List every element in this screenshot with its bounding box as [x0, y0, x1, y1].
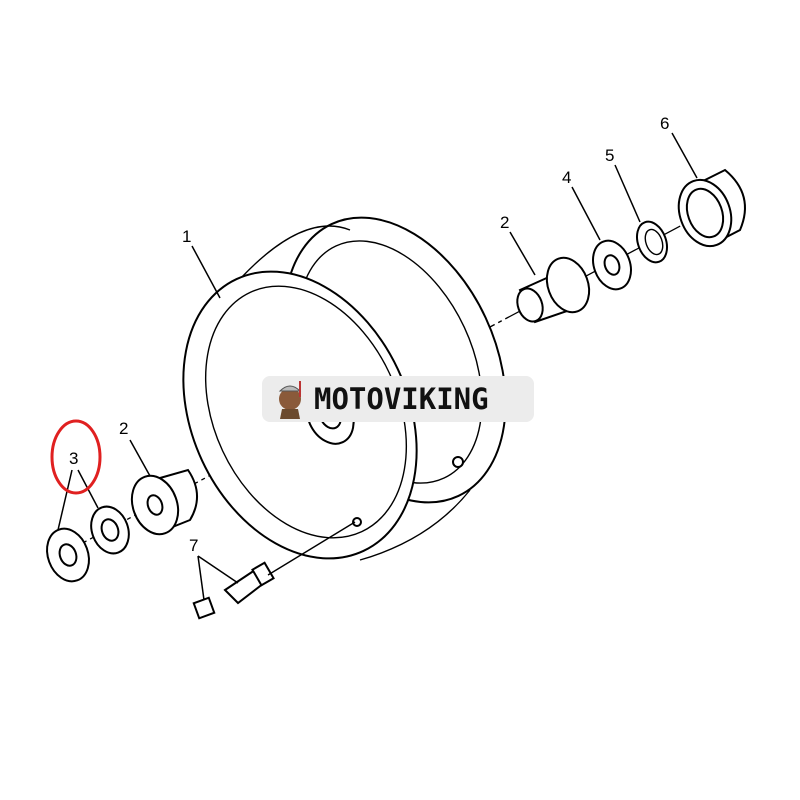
watermark-logo: MOTOVIKING: [262, 376, 534, 422]
callout-6: 6: [660, 114, 669, 133]
callout-1: 1: [182, 227, 191, 246]
washer-part-3: [46, 505, 130, 583]
washer-part-4: [592, 239, 632, 291]
bushing-part-2-right: [516, 256, 591, 324]
callout-4: 4: [562, 168, 571, 187]
viking-mascot-icon: [270, 377, 310, 421]
clip-part-5: [636, 220, 668, 264]
wheel-rim: [182, 216, 507, 561]
valve-part-7: [192, 521, 356, 620]
callout-7: 7: [189, 536, 198, 555]
bushing-part-2-left: [130, 468, 198, 536]
bearing-part-6: [677, 168, 746, 248]
callout-2-left: 2: [119, 419, 128, 438]
callout-3: 3: [69, 449, 78, 468]
callout-2-right: 2: [500, 213, 509, 232]
highlight-circle: [50, 419, 102, 495]
callout-5: 5: [605, 146, 614, 165]
watermark-text: MOTOVIKING: [314, 382, 489, 416]
valve-hole: [352, 517, 362, 527]
